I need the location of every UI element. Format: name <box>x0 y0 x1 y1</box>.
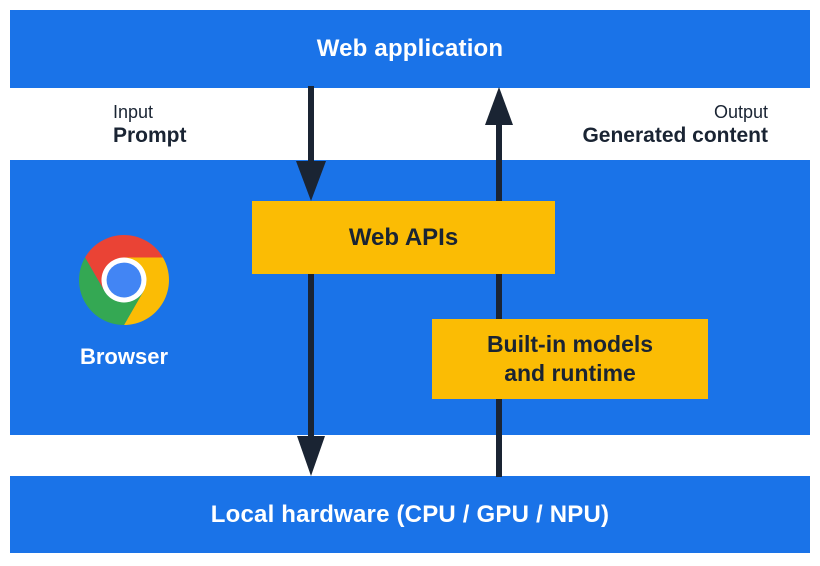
browser-label: Browser <box>79 344 169 369</box>
output-flow-arrow-up-icon <box>485 87 513 477</box>
web-apis-box: Web APIs <box>252 201 555 274</box>
input-labels: Input Prompt <box>113 101 187 148</box>
builtin-models-line1: Built-in models <box>486 331 654 357</box>
local-hardware-label: Local hardware (CPU / GPU / NPU) <box>210 500 610 528</box>
web-apis-label: Web APIs <box>348 223 459 251</box>
input-label: Prompt <box>113 124 187 147</box>
local-hardware-bar: Local hardware (CPU / GPU / NPU) <box>10 476 810 553</box>
chrome-logo-icon <box>79 235 169 325</box>
web-application-label: Web application <box>316 35 504 62</box>
builtin-models-line2: and runtime <box>504 360 636 386</box>
web-application-bar: Web application <box>10 10 810 88</box>
output-labels: Output Generated content <box>582 101 768 148</box>
input-caption: Input <box>113 102 154 122</box>
builtin-models-box: Built-in models and runtime <box>432 319 708 399</box>
input-flow-arrow-down-icon <box>296 86 326 476</box>
output-caption: Output <box>713 102 768 122</box>
output-label: Generated content <box>582 124 768 147</box>
